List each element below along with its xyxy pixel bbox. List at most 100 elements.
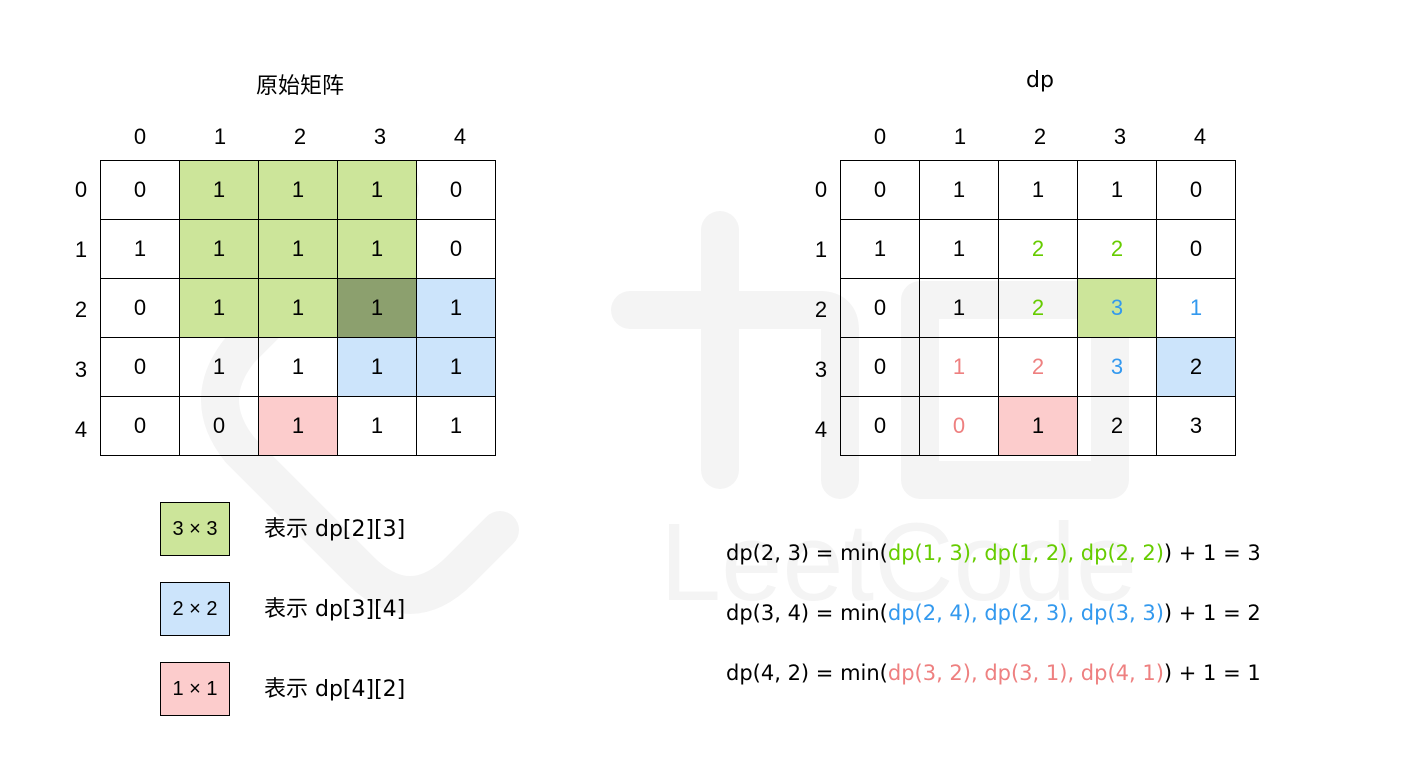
right-row-header-0: 0 — [814, 177, 828, 202]
left-col-header-4: 4 — [453, 124, 467, 149]
right-cell-1-0: 1 — [840, 219, 920, 279]
right-cell-0-1: 1 — [919, 160, 999, 220]
left-col-header-3: 3 — [373, 124, 387, 149]
left-cell-4-0: 0 — [100, 396, 180, 456]
right-row-header-4: 4 — [814, 417, 828, 442]
right-cell-4-1: 0 — [919, 396, 999, 456]
left-cell-3-2: 1 — [258, 337, 338, 397]
left-cell-0-1: 1 — [179, 160, 259, 220]
left-title: 原始矩阵 — [255, 74, 344, 99]
formula-dp-4-2: dp(4, 2) = min(dp(3, 2), dp(3, 1), dp(4,… — [726, 658, 1261, 688]
formula-prefix: dp(2, 3) = min( — [726, 541, 888, 565]
right-cell-3-2: 2 — [998, 337, 1078, 397]
left-col-header-1: 1 — [213, 124, 227, 149]
left-cell-2-0: 0 — [100, 278, 180, 338]
right-cell-4-4: 3 — [1156, 396, 1236, 456]
formula-args: dp(1, 3), dp(1, 2), dp(2, 2) — [887, 541, 1164, 565]
right-col-header-2: 2 — [1033, 124, 1047, 149]
formula-prefix: dp(3, 4) = min( — [726, 601, 888, 625]
right-cell-2-2: 2 — [998, 278, 1078, 338]
formula-suffix: ) + 1 = 2 — [1163, 601, 1261, 625]
left-cell-3-0: 0 — [100, 337, 180, 397]
left-cell-4-4: 1 — [416, 396, 496, 456]
left-col-header-2: 2 — [293, 124, 307, 149]
right-cell-3-4: 2 — [1156, 337, 1236, 397]
formula-dp-2-3: dp(2, 3) = min(dp(1, 3), dp(1, 2), dp(2,… — [726, 538, 1261, 568]
right-cell-2-1: 1 — [919, 278, 999, 338]
legend-box-1x1: 1 × 1 — [160, 662, 230, 716]
right-cell-0-0: 0 — [840, 160, 920, 220]
left-row-header-3: 3 — [74, 357, 88, 382]
right-row-header-3: 3 — [814, 357, 828, 382]
left-cell-2-4: 1 — [416, 278, 496, 338]
right-cell-0-3: 1 — [1077, 160, 1157, 220]
left-cell-2-1: 1 — [179, 278, 259, 338]
left-cell-0-4: 0 — [416, 160, 496, 220]
right-row-header-2: 2 — [814, 297, 828, 322]
right-cell-4-0: 0 — [840, 396, 920, 456]
formula-suffix: ) + 1 = 3 — [1163, 541, 1261, 565]
legend-box-2x2: 2 × 2 — [160, 582, 230, 636]
right-cell-2-4: 1 — [1156, 278, 1236, 338]
right-cell-3-3: 3 — [1077, 337, 1157, 397]
right-cell-0-4: 0 — [1156, 160, 1236, 220]
left-col-header-0: 0 — [133, 124, 147, 149]
right-col-header-4: 4 — [1193, 124, 1207, 149]
right-row-header-1: 1 — [814, 237, 828, 262]
right-cell-3-0: 0 — [840, 337, 920, 397]
left-cell-0-2: 1 — [258, 160, 338, 220]
right-cell-1-2: 2 — [998, 219, 1078, 279]
left-cell-1-1: 1 — [179, 219, 259, 279]
formula-args: dp(2, 4), dp(2, 3), dp(3, 3) — [887, 601, 1164, 625]
right-col-header-0: 0 — [873, 124, 887, 149]
right-col-header-1: 1 — [953, 124, 967, 149]
left-cell-4-1: 0 — [179, 396, 259, 456]
left-cell-3-4: 1 — [416, 337, 496, 397]
right-cell-2-0: 0 — [840, 278, 920, 338]
left-cell-0-3: 1 — [337, 160, 417, 220]
left-cell-3-1: 1 — [179, 337, 259, 397]
formula-prefix: dp(4, 2) = min( — [726, 661, 888, 685]
left-row-header-1: 1 — [74, 237, 88, 262]
left-cell-1-3: 1 — [337, 219, 417, 279]
right-cell-1-1: 1 — [919, 219, 999, 279]
left-row-header-2: 2 — [74, 297, 88, 322]
left-cell-1-4: 0 — [416, 219, 496, 279]
formula-dp-3-4: dp(3, 4) = min(dp(2, 4), dp(2, 3), dp(3,… — [726, 598, 1261, 628]
right-col-header-3: 3 — [1113, 124, 1127, 149]
right-cell-3-1: 1 — [919, 337, 999, 397]
left-row-header-0: 0 — [74, 177, 88, 202]
legend-text-1x1: 表示 dp[4][2] — [264, 677, 406, 702]
right-cell-4-3: 2 — [1077, 396, 1157, 456]
left-cell-4-3: 1 — [337, 396, 417, 456]
formula-suffix: ) + 1 = 1 — [1163, 661, 1261, 685]
left-cell-1-2: 1 — [258, 219, 338, 279]
legend-text-3x3: 表示 dp[2][3] — [264, 517, 406, 542]
right-title: dp — [1026, 68, 1054, 93]
right-cell-1-3: 2 — [1077, 219, 1157, 279]
left-cell-2-2: 1 — [258, 278, 338, 338]
right-cell-1-4: 0 — [1156, 219, 1236, 279]
left-cell-1-0: 1 — [100, 219, 180, 279]
formula-args: dp(3, 2), dp(3, 1), dp(4, 1) — [887, 661, 1164, 685]
right-cell-2-3: 3 — [1077, 278, 1157, 338]
left-cell-2-3: 1 — [337, 278, 417, 338]
legend-text-2x2: 表示 dp[3][4] — [264, 597, 406, 622]
left-cell-0-0: 0 — [100, 160, 180, 220]
left-cell-3-3: 1 — [337, 337, 417, 397]
right-cell-0-2: 1 — [998, 160, 1078, 220]
left-row-header-4: 4 — [74, 417, 88, 442]
legend-box-3x3: 3 × 3 — [160, 502, 230, 556]
right-cell-4-2: 1 — [998, 396, 1078, 456]
